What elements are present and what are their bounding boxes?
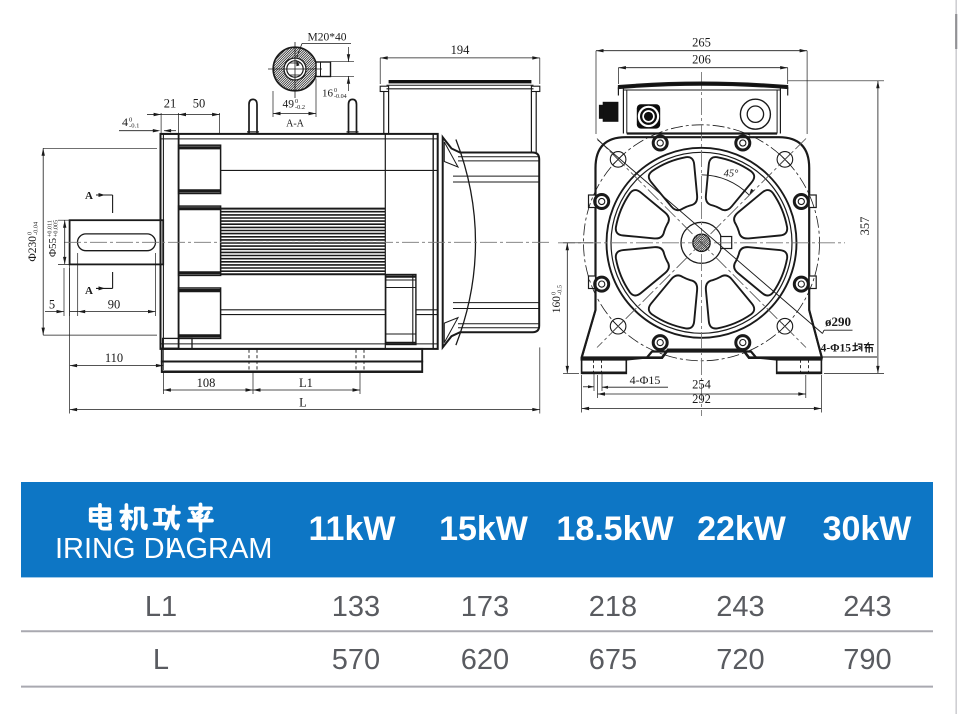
svg-text:0: 0 (27, 232, 34, 235)
svg-text:-0.04: -0.04 (33, 221, 40, 235)
svg-text:49: 49 (283, 99, 295, 111)
svg-text:110: 110 (105, 351, 123, 365)
svg-text:Φ55: Φ55 (47, 238, 59, 258)
svg-text:+0.005: +0.005 (54, 220, 60, 237)
svg-text:11kW: 11kW (309, 510, 397, 548)
svg-text:-0.5: -0.5 (557, 285, 564, 295)
svg-text:218: 218 (589, 591, 637, 623)
svg-text:194: 194 (451, 43, 471, 57)
svg-text:620: 620 (461, 644, 509, 676)
svg-text:IRING DIAGRAM: IRING DIAGRAM (55, 533, 272, 565)
svg-text:790: 790 (843, 644, 891, 676)
svg-text:L1: L1 (299, 376, 313, 390)
svg-text:675: 675 (589, 644, 637, 676)
svg-text:254: 254 (692, 378, 712, 392)
svg-text:0: 0 (295, 98, 298, 105)
svg-text:243: 243 (716, 591, 764, 623)
svg-text:0: 0 (334, 88, 337, 94)
svg-text:15kW: 15kW (439, 510, 529, 548)
svg-text:4: 4 (122, 115, 128, 129)
svg-text:A-A: A-A (286, 119, 305, 130)
svg-text:5: 5 (49, 298, 55, 312)
svg-text:A: A (85, 190, 93, 202)
svg-text:265: 265 (692, 36, 711, 50)
svg-text:-0.1: -0.1 (129, 123, 139, 130)
svg-text:206: 206 (692, 53, 711, 67)
svg-text:357: 357 (858, 217, 872, 236)
svg-text:292: 292 (692, 392, 711, 406)
svg-text:50: 50 (193, 97, 206, 111)
svg-text:-0.04: -0.04 (334, 94, 347, 100)
svg-text:0: 0 (129, 117, 133, 124)
svg-text:A: A (85, 285, 93, 297)
svg-text:570: 570 (332, 644, 380, 676)
svg-text:0: 0 (551, 292, 558, 295)
svg-text:4-Φ15: 4-Φ15 (821, 343, 852, 355)
svg-text:160: 160 (551, 296, 563, 314)
svg-text:M20*40: M20*40 (308, 32, 347, 44)
svg-text:90: 90 (108, 298, 121, 312)
svg-text:+0.011: +0.011 (48, 220, 54, 237)
svg-text:30kW: 30kW (823, 510, 913, 548)
svg-text:173: 173 (461, 591, 509, 623)
svg-text:18.5kW: 18.5kW (556, 510, 674, 548)
svg-text:21: 21 (164, 97, 177, 111)
svg-text:L: L (153, 644, 169, 676)
svg-text:ø290: ø290 (825, 314, 851, 329)
svg-text:L1: L1 (145, 591, 177, 623)
svg-text:4-Φ15: 4-Φ15 (630, 373, 661, 387)
svg-text:45°: 45° (724, 169, 740, 180)
svg-text:108: 108 (197, 376, 216, 390)
svg-text:-0.2: -0.2 (295, 104, 305, 111)
svg-text:Φ230: Φ230 (27, 236, 39, 262)
svg-text:243: 243 (843, 591, 891, 623)
svg-text:16: 16 (322, 88, 334, 100)
svg-text:720: 720 (716, 644, 764, 676)
svg-text:133: 133 (332, 591, 380, 623)
svg-text:22kW: 22kW (697, 510, 787, 548)
svg-text:L: L (299, 396, 307, 410)
